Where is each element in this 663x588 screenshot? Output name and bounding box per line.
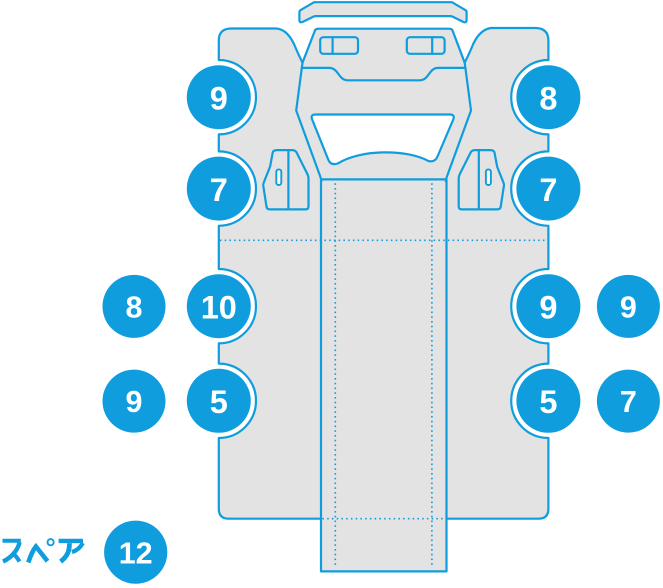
svg-text:8: 8 [539,80,557,116]
svg-text:9: 9 [210,80,228,116]
svg-text:7: 7 [210,172,228,208]
svg-text:7: 7 [620,385,637,419]
svg-text:9: 9 [126,385,143,419]
svg-text:10: 10 [201,289,237,325]
svg-text:12: 12 [119,536,153,570]
svg-text:7: 7 [539,172,557,208]
svg-text:5: 5 [539,384,557,420]
svg-text:8: 8 [126,291,143,325]
svg-text:9: 9 [539,289,557,325]
svg-text:9: 9 [620,291,637,325]
svg-text:5: 5 [210,384,228,420]
